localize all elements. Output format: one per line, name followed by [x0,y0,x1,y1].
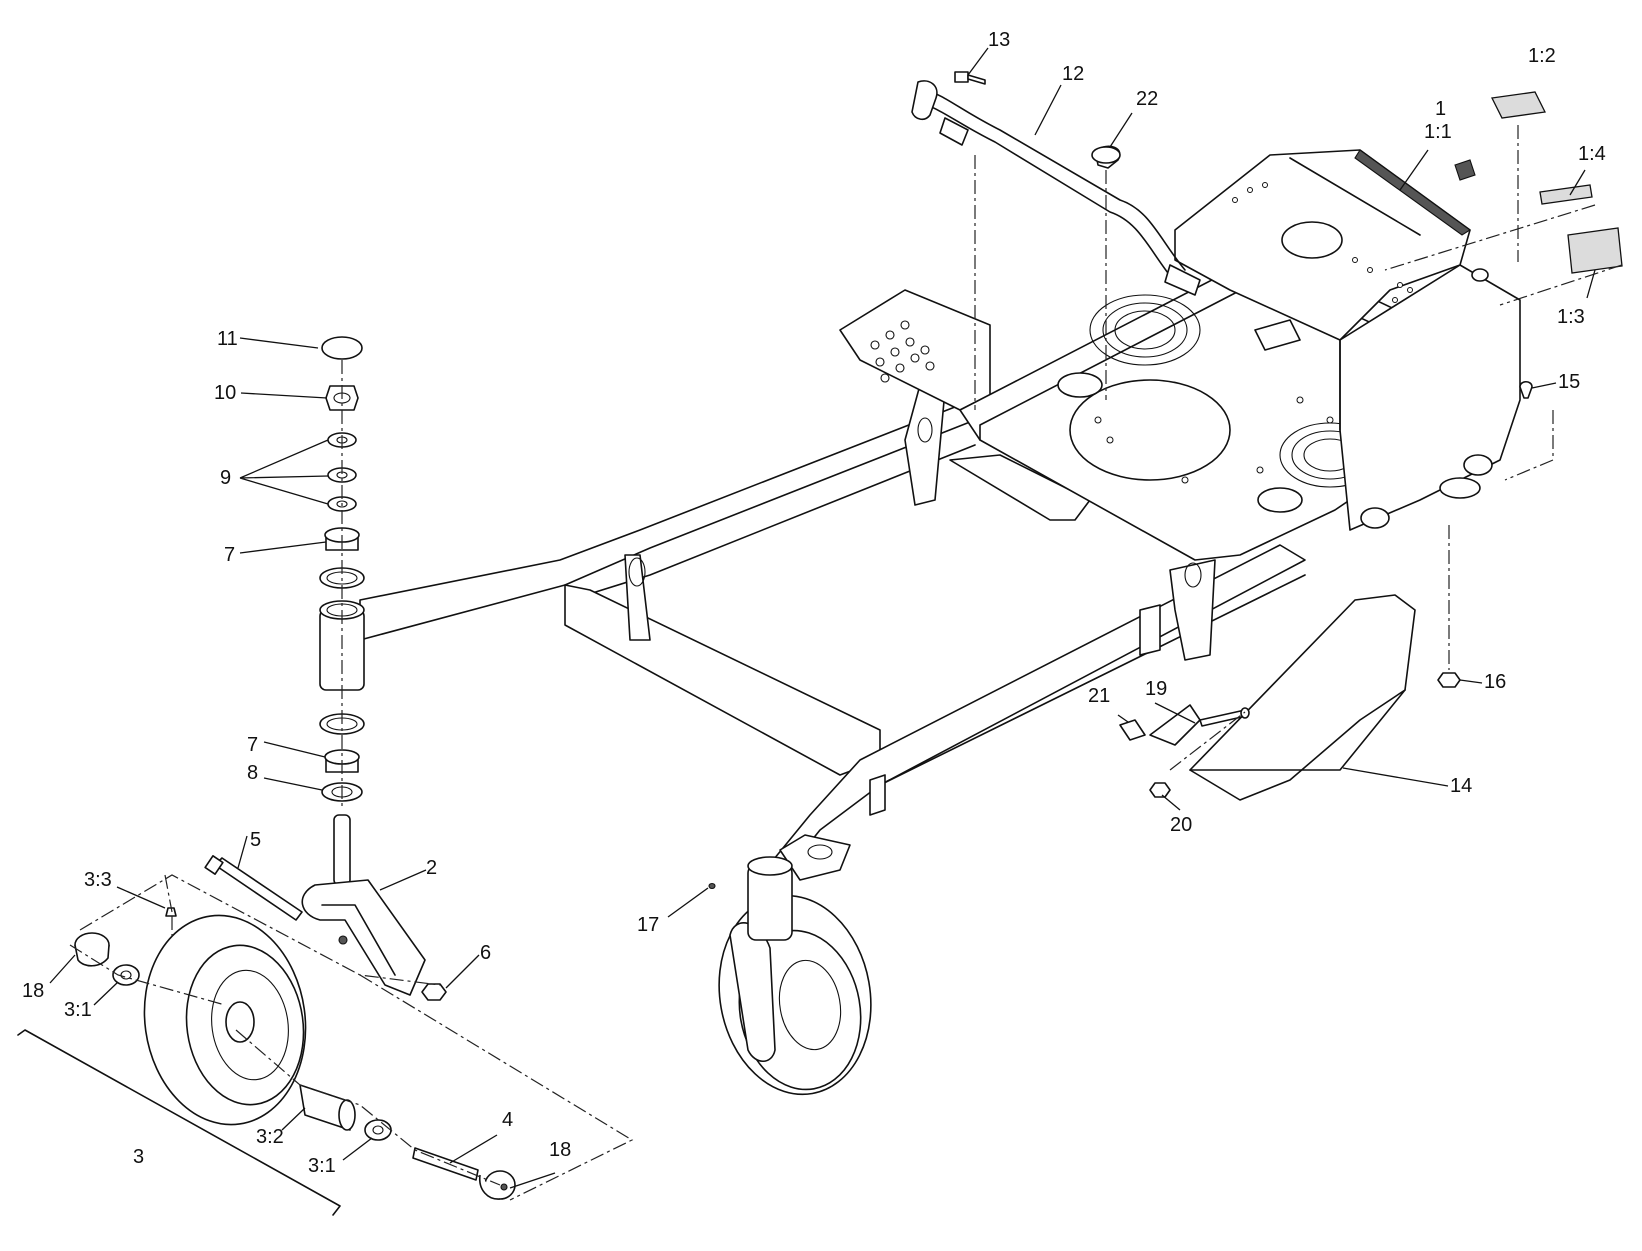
decal-1-4 [1539,184,1593,205]
callout-6: 6 [480,942,491,964]
foot-platform [1149,594,1416,801]
callout-22: 22 [1136,88,1158,110]
callout-1-1: 1:1 [1424,121,1452,143]
callout-9: 9 [220,467,231,489]
decal-1-2 [1491,91,1546,119]
callout-8: 8 [247,762,258,784]
callout-18-b: 18 [549,1139,571,1161]
callout-3-1-a: 3:1 [64,999,92,1021]
callout-7-b: 7 [247,734,258,756]
callout-1-2: 1:2 [1528,45,1556,67]
callout-10: 10 [214,382,236,404]
callout-12: 12 [1062,63,1084,85]
callout-4: 4 [502,1109,513,1131]
callout-5: 5 [250,829,261,851]
callout-15: 15 [1558,371,1580,393]
callout-18-a: 18 [22,980,44,1002]
callout-20: 20 [1170,814,1192,836]
main-frame [359,384,1306,881]
callout-3-1-b: 3:1 [308,1155,336,1177]
front-right-caster [718,856,872,1096]
callout-3-3: 3:3 [84,869,112,891]
vent-left [1089,294,1201,366]
callout-13: 13 [988,29,1010,51]
callout-11: 11 [217,328,238,350]
rear-hood-shroud [1174,149,1521,531]
callout-1-3: 1:3 [1557,306,1585,328]
decal-1-3 [1567,227,1623,274]
axle-bolt [204,855,303,921]
hardware-small [708,71,1533,890]
left-caster-fork [301,814,447,1001]
callout-16: 16 [1484,671,1506,693]
decals [1454,91,1623,274]
callout-3-2: 3:2 [256,1126,284,1148]
assembly-center-lines [69,125,1623,1201]
callout-21: 21 [1088,685,1110,707]
decal-1-1 [1454,159,1476,181]
dust-cap [321,336,363,360]
leader-lines [49,47,1596,1189]
callout-19: 19 [1145,678,1167,700]
callout-7-a: 7 [224,544,235,566]
group-3-bracket [17,1029,341,1216]
flange-nut [421,983,447,1001]
callout-labels: 1 1:1 1:2 1:3 1:4 2 3 3:1 3:1 3:2 3:3 4 … [22,29,1606,1177]
handle-bar [911,80,1201,296]
callout-14: 14 [1450,775,1472,797]
callout-1: 1 [1435,98,1446,120]
callout-1-4: 1:4 [1578,143,1606,165]
callout-3: 3 [133,1146,144,1168]
callout-2: 2 [426,857,437,879]
callout-17: 17 [637,914,659,936]
